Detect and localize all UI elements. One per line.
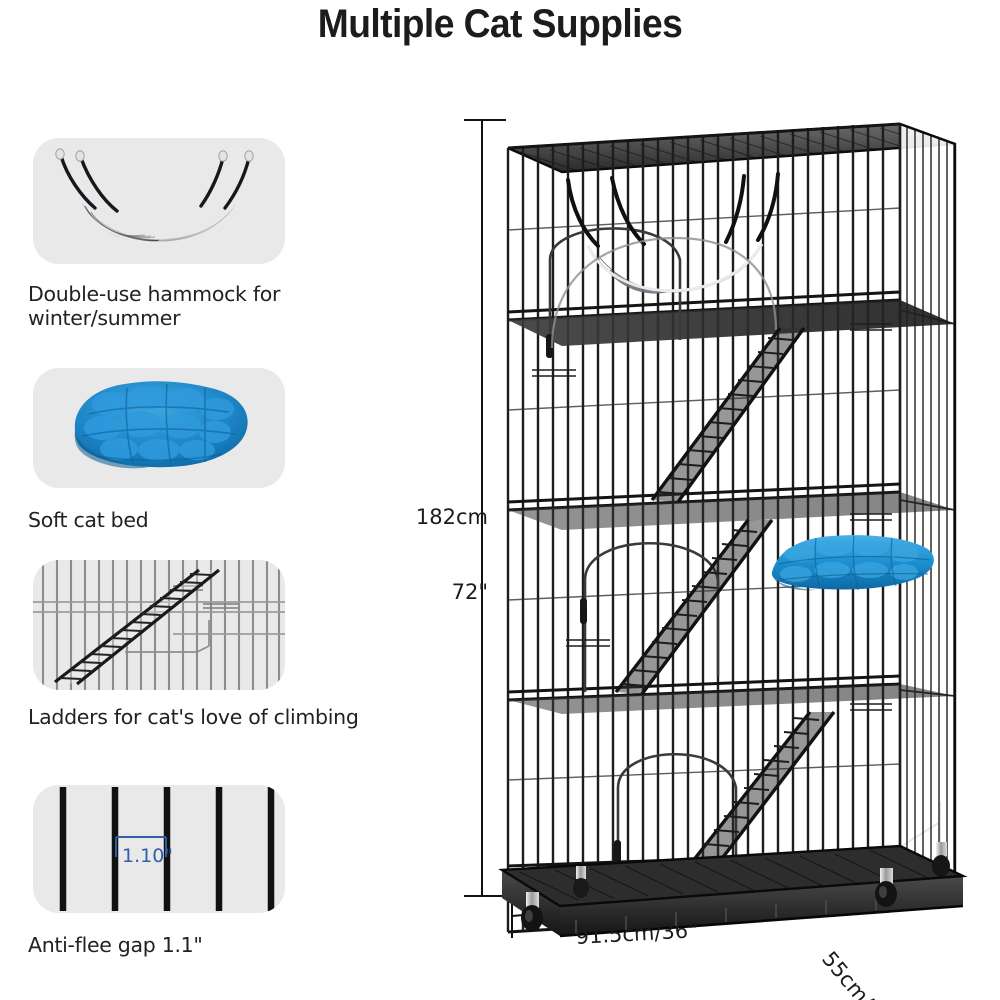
hammock <box>550 172 780 349</box>
casters <box>521 842 950 931</box>
feature-caption-hammock: Double-use hammock for winter/summer <box>28 282 281 330</box>
ladder-middle <box>614 518 774 696</box>
feature-caption-ladder: Ladders for cat's love of climbing <box>28 705 359 729</box>
dimension-height-cm: 182cm <box>415 505 488 529</box>
caster-front-right <box>875 868 897 907</box>
hammock-thumbnail <box>33 138 285 264</box>
dimension-height-label: 182cm 72" <box>380 455 488 655</box>
cat-bed-icon <box>33 368 285 488</box>
door-latches <box>546 334 621 864</box>
ladder-icon <box>33 560 285 690</box>
cage-right-panel <box>898 122 957 910</box>
gap-dimension-callout: 1.10" <box>122 845 174 867</box>
caster-front-left <box>521 892 543 931</box>
feature-caption-gap: Anti-flee gap 1.1" <box>28 933 203 957</box>
cat-cage-drawing <box>464 119 968 938</box>
page-title: Multiple Cat Supplies <box>317 2 683 46</box>
door-arch-top <box>548 227 682 348</box>
cage-shelves <box>508 300 955 714</box>
ladder-top <box>650 326 806 503</box>
ladder-bottom <box>676 710 836 884</box>
cat-bed-in-cage <box>771 535 934 591</box>
cage-top <box>507 122 956 174</box>
door-arch-bottom <box>616 753 738 880</box>
hammock-icon <box>33 138 285 264</box>
dimension-depth-cm: 55cm/ <box>817 946 878 1000</box>
ladder-thumbnail <box>33 560 285 690</box>
cage-body <box>498 122 968 938</box>
caster-back-left <box>573 866 589 898</box>
feature-caption-bed: Soft cat bed <box>28 508 149 532</box>
caster-back-right <box>932 842 950 877</box>
product-illustration: 182cm 72" 91.5cm/36" 55cm/ 22" <box>380 80 1000 1000</box>
bar-gap-icon <box>33 785 285 913</box>
bar-gap-thumbnail: 1.10" <box>33 785 285 913</box>
dimension-height-in: 72" <box>451 580 488 604</box>
cat-bed-thumbnail <box>33 368 285 488</box>
cage-hardware <box>532 323 892 711</box>
